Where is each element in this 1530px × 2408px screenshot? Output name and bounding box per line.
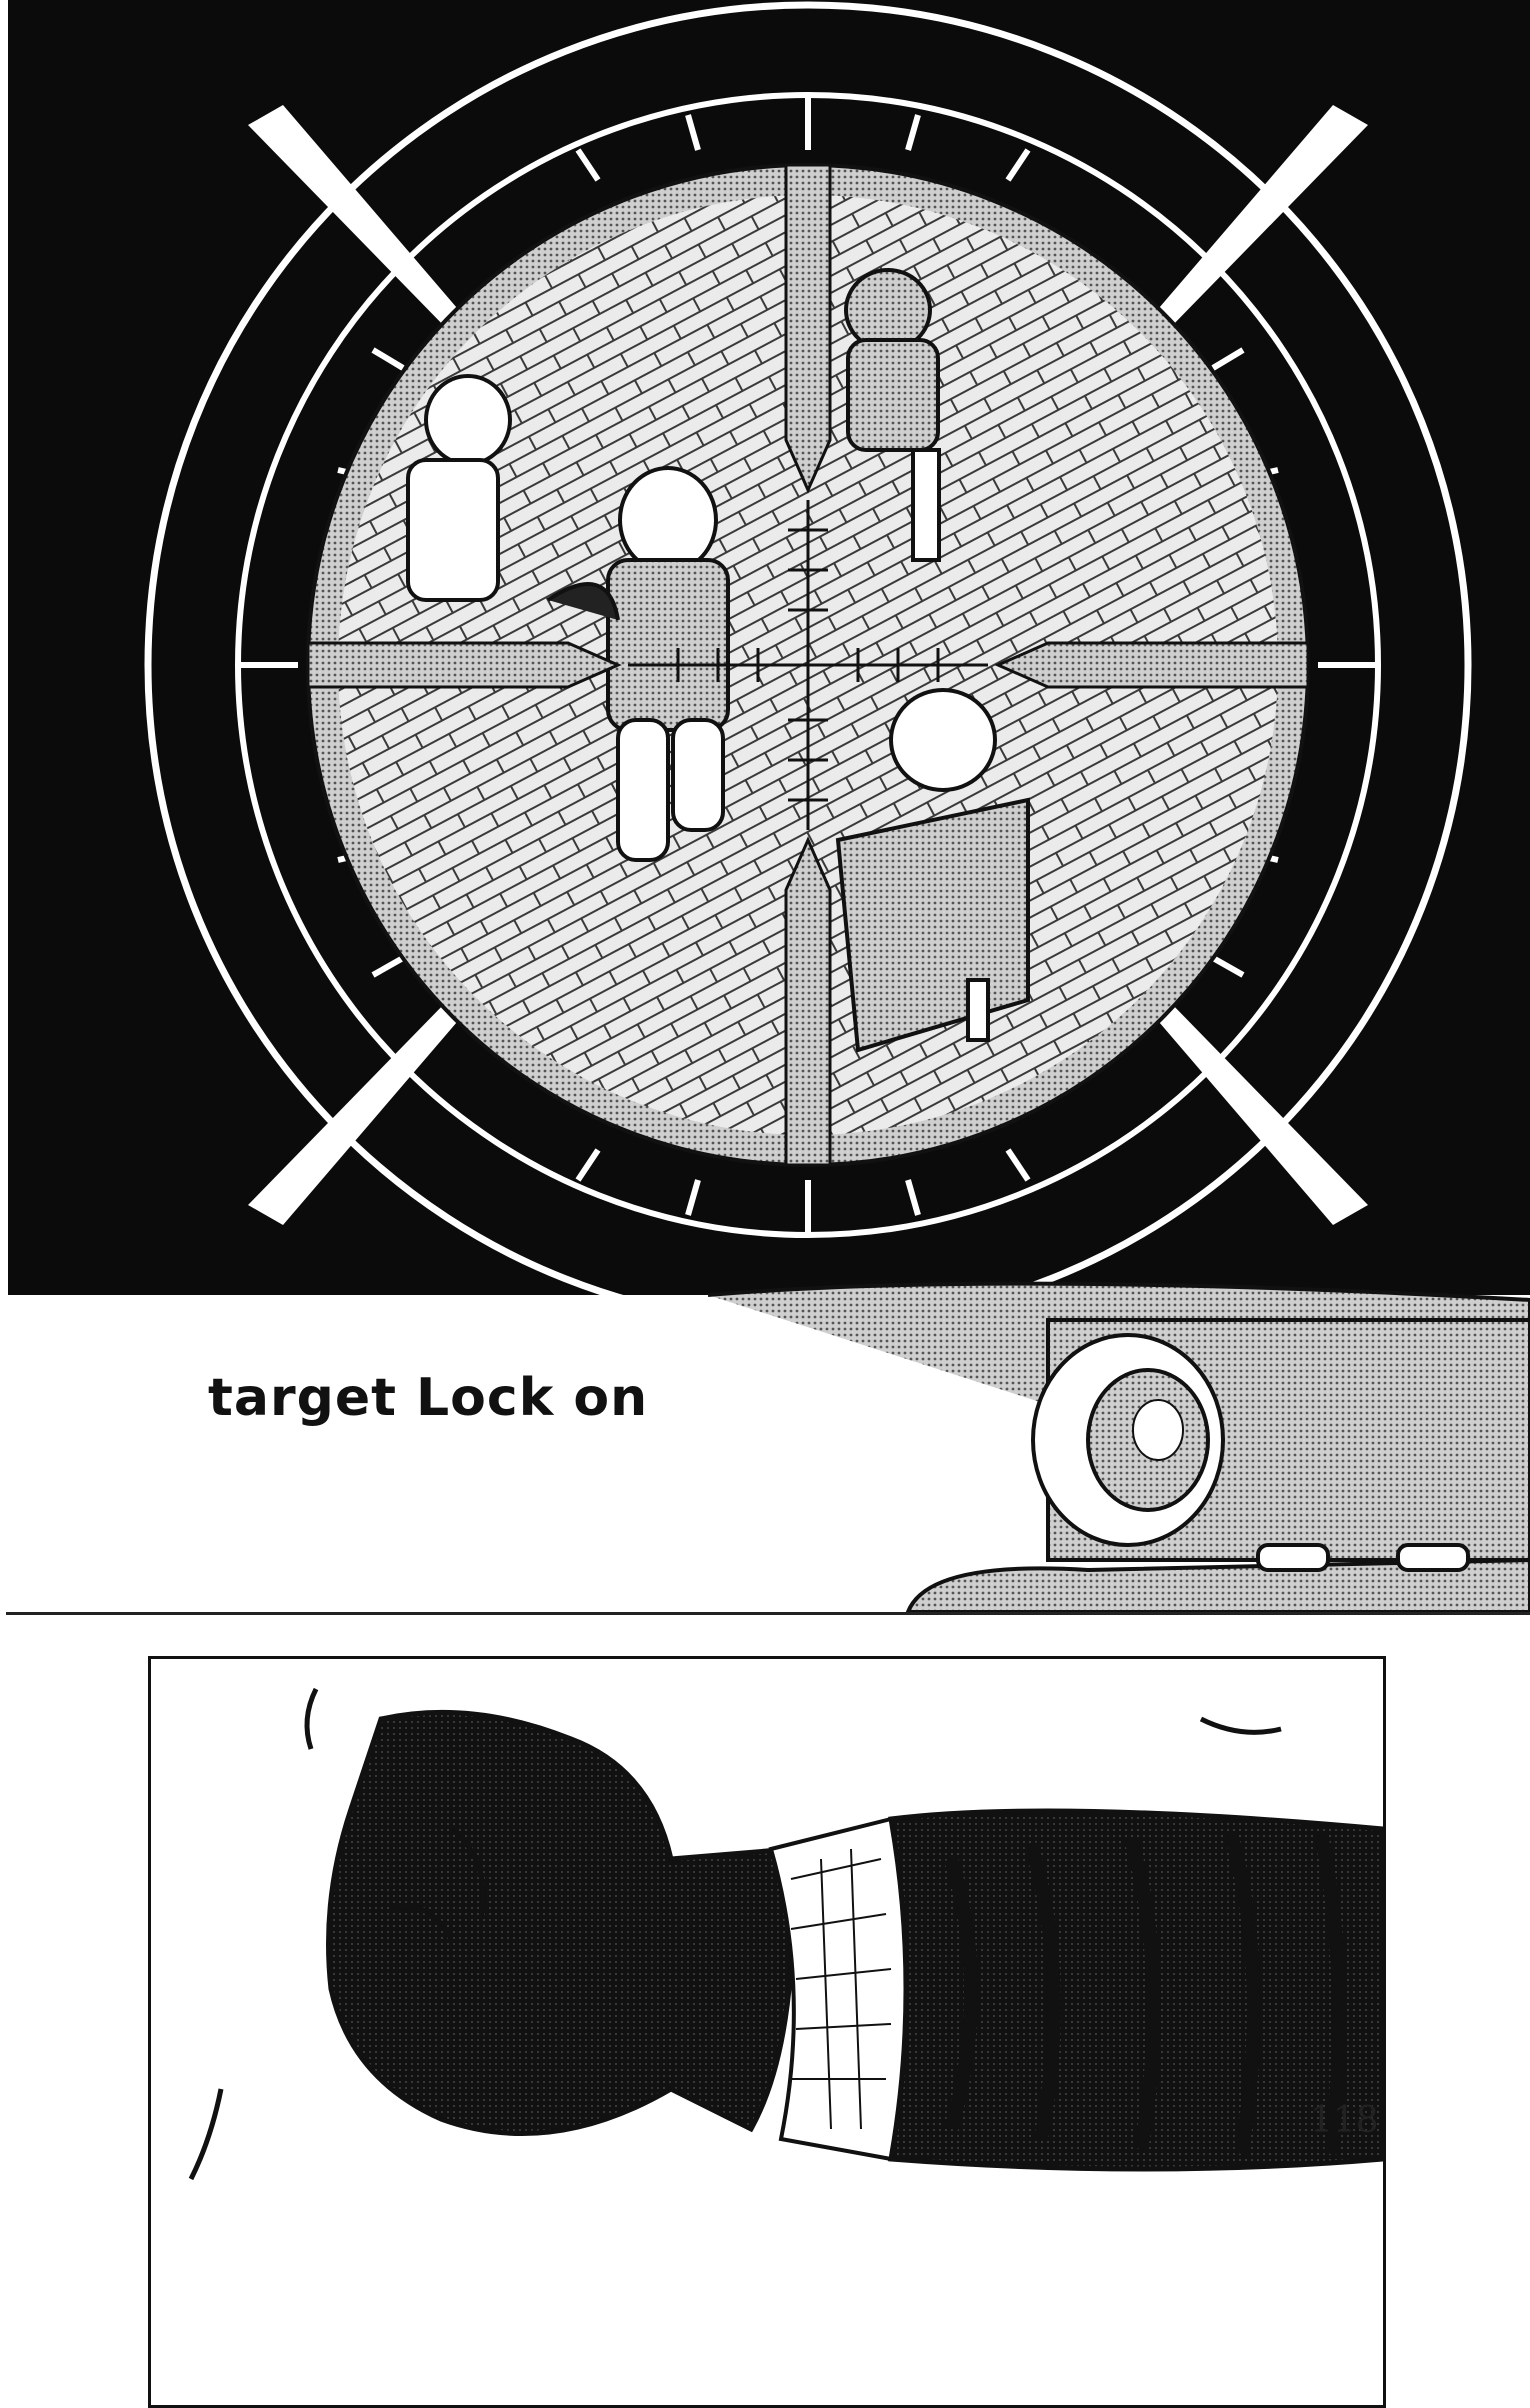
scope-panel xyxy=(8,0,1530,1612)
fist xyxy=(326,1709,796,2137)
panel-divider xyxy=(6,1612,1530,1615)
page-number: 118 xyxy=(1310,2100,1379,2141)
ring-ticks xyxy=(238,95,1378,1235)
diagonal-spikes xyxy=(248,105,1368,1225)
scope-lens-icon xyxy=(707,1281,1530,1612)
figure-girl-plaid xyxy=(835,688,1030,1053)
crosshair-reticle-icon xyxy=(628,500,988,830)
crosshair-posts xyxy=(306,163,1310,1167)
figure-boy-striped xyxy=(546,466,730,862)
figure-left-edge xyxy=(406,374,512,602)
scope-illustration xyxy=(8,0,1530,1612)
caption-text: target Lock on xyxy=(208,1368,649,1428)
figure-walker-top xyxy=(844,268,941,562)
wrist-illustration xyxy=(188,1687,1383,2181)
wrist-panel xyxy=(148,1656,1386,2408)
